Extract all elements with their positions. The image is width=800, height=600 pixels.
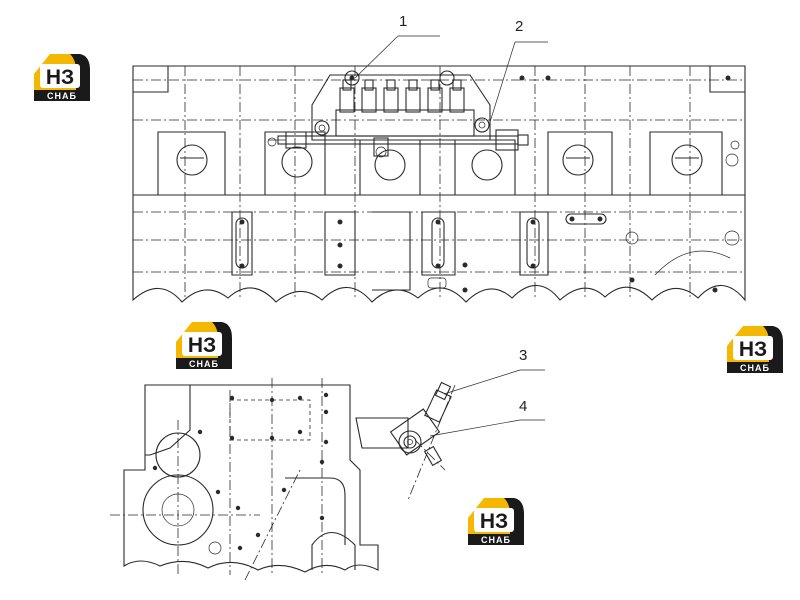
leaders-bottom [429, 369, 545, 437]
logo-caption: СНАБ [740, 363, 770, 373]
logo-mark: НЗ [739, 338, 767, 361]
logo-caption: СНАБ [189, 359, 219, 369]
watermark-logo: НЗ СНАБ [172, 314, 236, 370]
logo-mark: НЗ [480, 510, 508, 533]
watermark-logo: НЗ СНАБ [723, 318, 787, 374]
watermark-logo: НЗ СНАБ [464, 490, 528, 546]
logo-caption: СНАБ [47, 91, 77, 101]
logo-caption: СНАБ [481, 535, 511, 545]
corner-tab-right [709, 65, 745, 93]
callout-2: 2 [515, 18, 524, 35]
watermark-logo: НЗ СНАБ [30, 46, 94, 102]
side-outline [123, 384, 379, 573]
top-view [132, 35, 746, 303]
pump-side-detail [355, 381, 456, 501]
leaders-top [354, 35, 548, 123]
lower-slots [133, 75, 745, 293]
logo-mark: НЗ [188, 334, 216, 357]
callout-4: 4 [519, 398, 528, 415]
bottom-view [110, 369, 545, 581]
logo-mark: НЗ [46, 66, 74, 89]
callout-1: 1 [399, 13, 408, 30]
injection-pump-assembly [268, 70, 529, 158]
corner-tab-left [133, 65, 169, 93]
block-outline [132, 65, 746, 303]
bore-bosses [157, 131, 739, 196]
callout-3: 3 [519, 347, 528, 364]
